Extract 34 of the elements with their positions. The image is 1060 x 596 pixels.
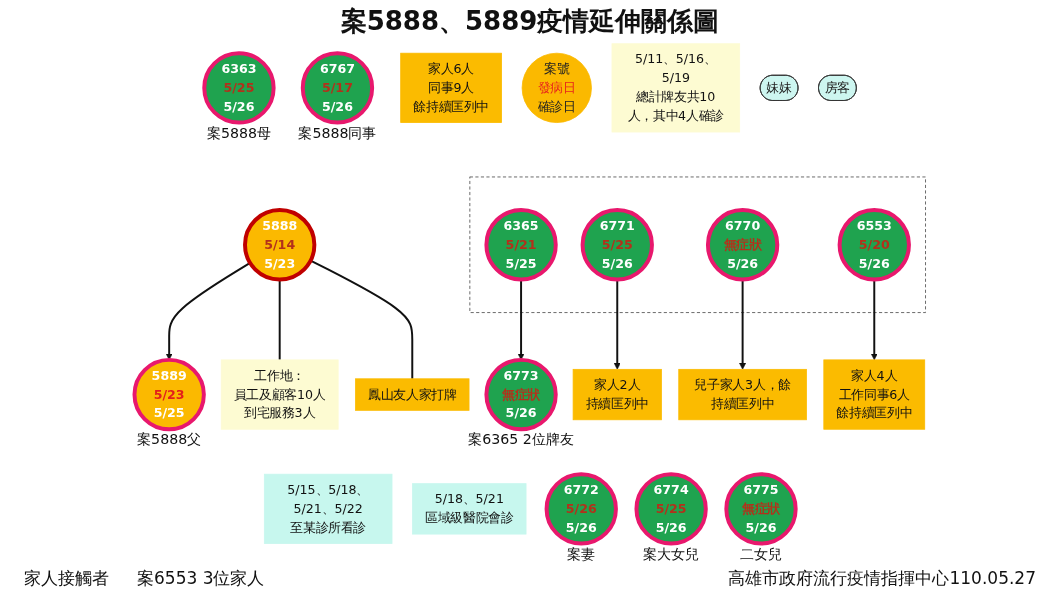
node-box: 5/15、5/18、5/21、5/22 至某診所看診 [263,473,393,544]
node-box: 家人6人 同事9人 餘持續匡列中 [400,52,502,123]
node-caption: 案6365 2位牌友 [468,431,574,448]
diagram-title: 案5888、5889疫情延伸關係圖 [340,5,720,38]
node-box: 5/11、5/16、5/19 總計牌友共10人，其中4人確診 [611,43,741,133]
node-caption: 二女兒 [740,545,782,562]
node-box: 兒子家人3人，餘持續匡列中 [678,368,807,421]
node-circle: 6363 5/25 5/26 [202,51,276,125]
node-caption: 案5888父 [137,431,202,448]
node-circle: 6771 5/25 5/26 [580,208,654,282]
note-text: 家人接觸者 [24,567,109,590]
note-text: 案6553 3位家人 [137,567,265,590]
node-circle: 6365 5/21 5/25 [484,208,558,282]
node-box: 家人2人 持續匡列中 [572,368,662,421]
source-caption: 高雄市政府流行疫情指揮中心110.05.27 [728,567,1036,590]
node-box: 工作地： 員工及顧客10人 到宅服務3人 [220,359,339,430]
node-circle: 6553 5/20 5/26 [837,208,911,282]
node-circle: 6772 5/26 5/26 [544,472,618,546]
node-caption: 案5888同事 [298,124,377,141]
node-box: 家人4人 工作同事6人 餘持續匡列中 [823,359,926,430]
node-circle: 6773 無症狀 5/26 [484,357,558,432]
node-box: 鳳山友人家打牌 [355,378,470,411]
node-circle: 6775 無症狀 5/26 [724,472,798,546]
cluster [469,176,926,313]
node-circle: 5889 5/23 5/25 [132,357,206,432]
node-circle: 6770 無症狀 5/26 [705,208,780,282]
node-box: 5/18、5/21 區域級醫院會診 [412,483,527,535]
node-caption: 案妻 [567,545,596,562]
node-circle: 6767 5/17 5/26 [300,51,375,125]
node-circle: 5888 5/14 5/23 [243,208,317,282]
node-caption: 案5888母 [206,124,271,141]
node-circle: 案號 發病日 確診日 [521,52,592,123]
node-caption: 案大女兒 [643,545,700,562]
node-circle: 6774 5/25 5/26 [634,472,708,546]
